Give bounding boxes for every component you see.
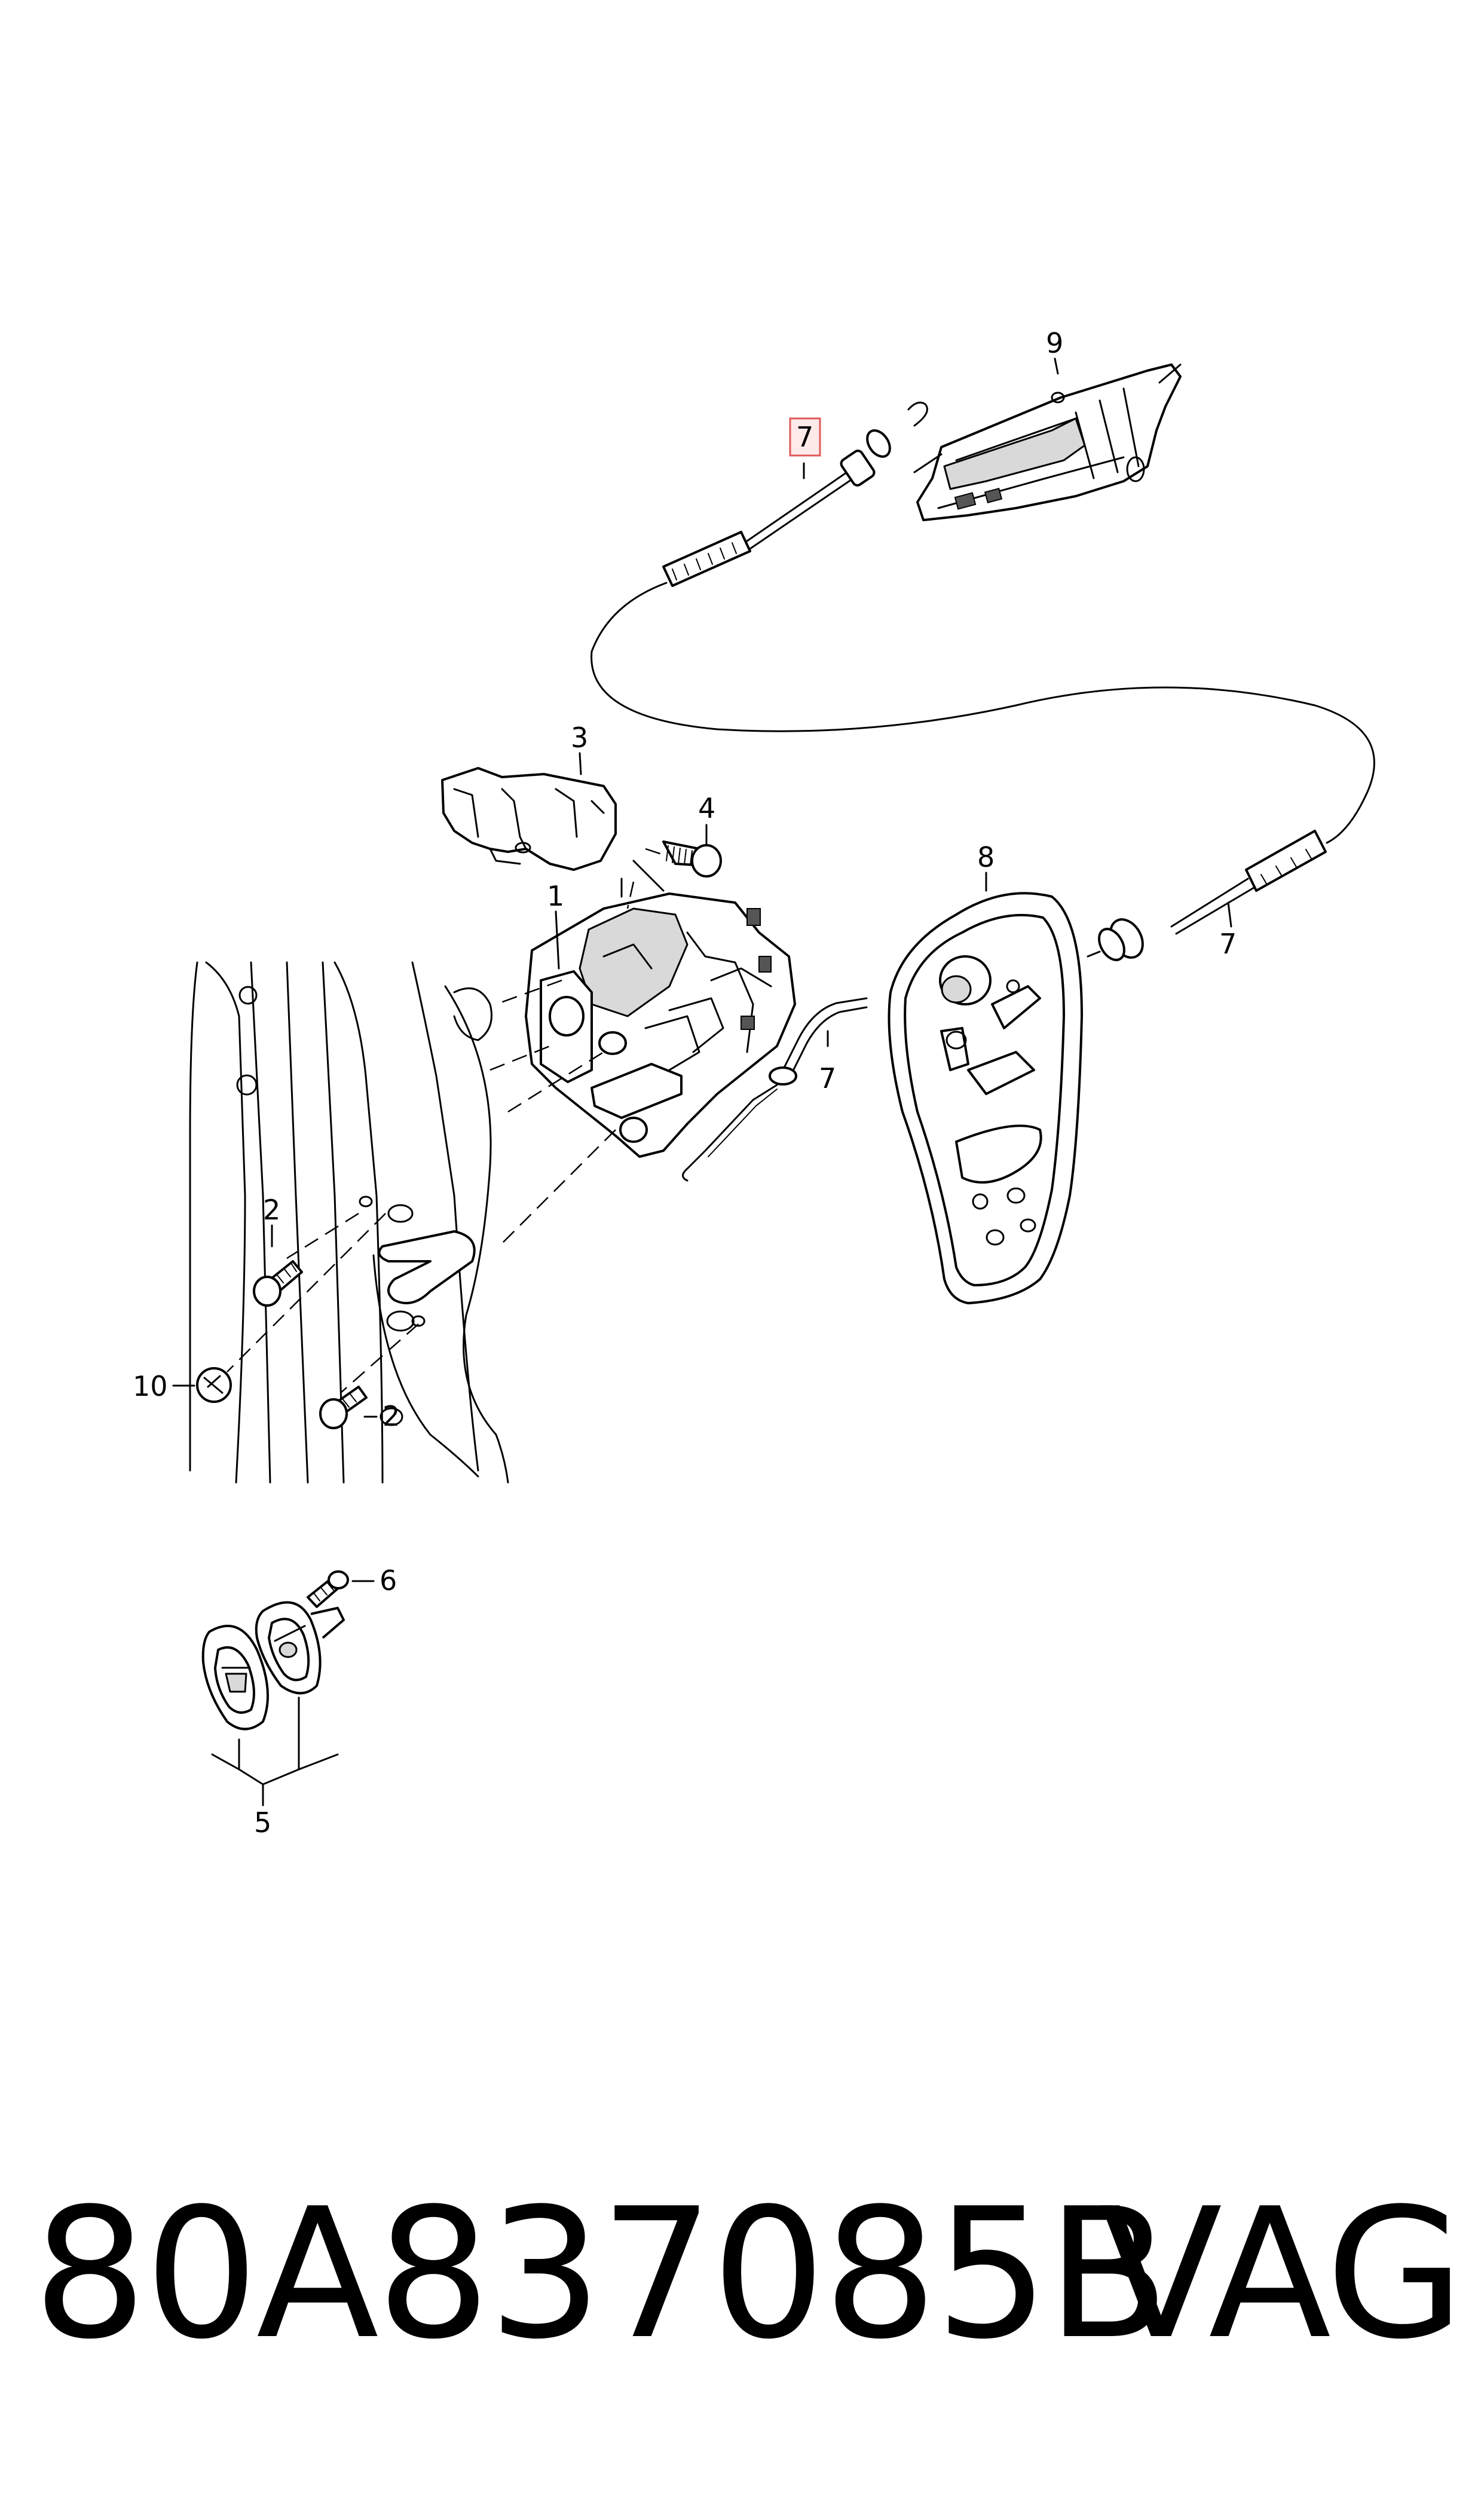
callout-2-upper: 2 <box>263 1194 280 1226</box>
bracket-3 <box>441 767 617 871</box>
callout-10: 10 <box>133 1370 168 1402</box>
leader-lines <box>172 357 1232 1582</box>
callouts: 7 9 3 4 1 8 7 7 2 2 10 6 5 <box>133 327 1237 1839</box>
highlight-box-7 <box>789 417 821 457</box>
cap-10 <box>196 1367 232 1403</box>
callout-6: 6 <box>380 1564 397 1597</box>
callout-2-lower: 2 <box>383 1400 400 1432</box>
callout-4: 4 <box>698 792 715 824</box>
part-number: 80A837085B <box>33 2170 1170 2379</box>
callout-1: 1 <box>547 880 564 912</box>
screw-4 <box>662 840 722 878</box>
footer: 80A837085B VAG <box>0 2176 1484 2373</box>
callout-7-right: 7 <box>1219 928 1237 960</box>
callout-7-highlighted: 7 <box>796 421 813 453</box>
screw-2-lower <box>319 1315 426 1429</box>
cover-8 <box>888 892 1083 1304</box>
brand-label: VAG <box>1100 2170 1464 2379</box>
screw-2-upper <box>253 1196 373 1307</box>
callout-9: 9 <box>1046 327 1063 359</box>
door-lock-1 <box>525 878 796 1158</box>
door-frame <box>189 961 509 1484</box>
cable-7 <box>590 402 1375 1182</box>
assembly-lines <box>227 848 665 1393</box>
striker-5 <box>201 1601 345 1731</box>
callout-8: 8 <box>977 841 995 873</box>
screw-6 <box>307 1570 349 1608</box>
bracket-5-lines <box>211 1696 339 1806</box>
callout-5: 5 <box>254 1806 271 1839</box>
door-handle-9 <box>913 363 1182 521</box>
callout-3: 3 <box>571 722 588 754</box>
callout-7-mid: 7 <box>819 1062 836 1095</box>
